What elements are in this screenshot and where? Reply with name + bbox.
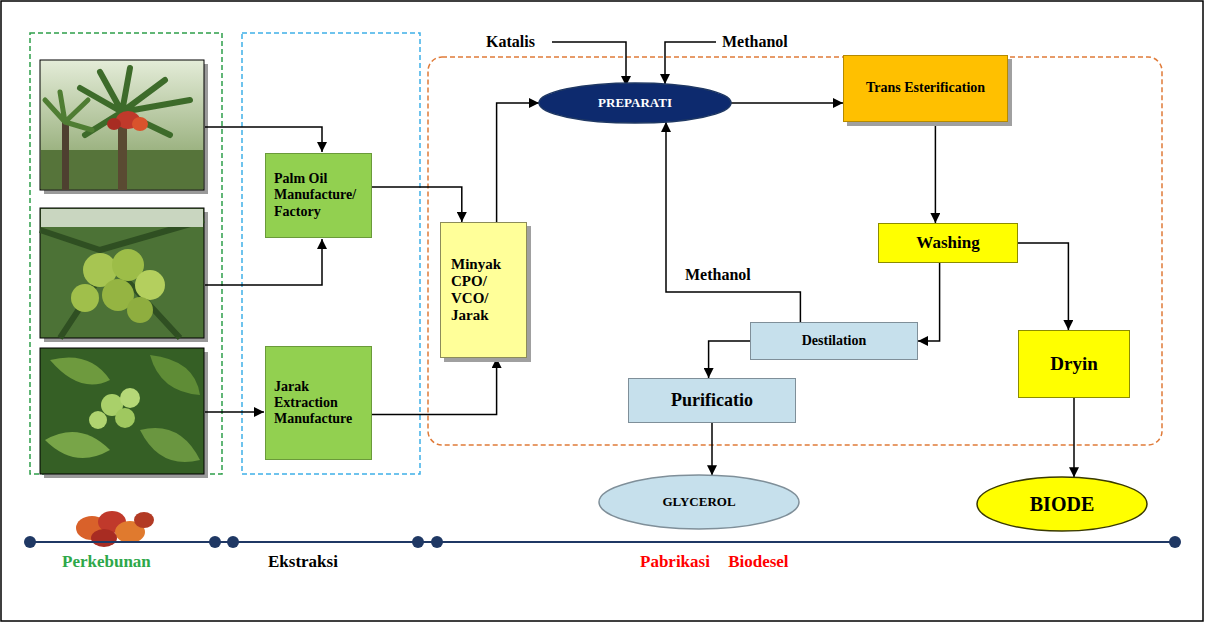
fabrication-group [428,57,1162,445]
flow-arrow [731,102,843,104]
timeline [24,536,1181,548]
node-text: Trans Esterification [866,80,985,96]
node-text: Washing [916,233,979,253]
node-text: Purificatio [671,390,753,411]
input-arrow [205,127,322,152]
node-text: BIODE [1030,493,1094,516]
process-box: Dryin [1018,330,1130,398]
process-ellipse: PREPARATI [538,82,732,124]
methanol-arrow [665,42,716,84]
flow-arrow [935,122,937,223]
process-box: Destilation [750,322,918,360]
flow-arrow [372,187,462,222]
node-text: Dryin [1050,353,1098,375]
edge-label: Methanol [683,266,753,284]
jarak-photo [40,348,208,478]
flow-arrow [709,341,750,378]
coconut-photo [40,208,208,342]
palm-photo [40,60,208,194]
product-ellipse: GLYCEROL [598,474,800,530]
flow-arrow [711,423,713,475]
oil-box: Minyak CPO/ VCO/ Jarak [440,222,527,358]
input-label: Katalis [486,33,535,51]
process-box: Palm Oil Manufacture/Factory [265,153,372,238]
product-ellipse: BIODE [976,476,1148,532]
stage-label: Ekstraksi [268,552,338,572]
flow-arrow [1073,398,1075,477]
flow-arrow [497,103,539,222]
flow-arrow [1018,243,1068,330]
node-text: PREPARATI [598,96,672,111]
node-text: Palm Oil Manufacture/Factory [274,171,363,219]
extraction-group [242,33,420,474]
plantation-group [30,33,222,474]
flow-arrow [918,263,940,341]
flow-arrow [372,358,497,414]
process-box: Washing [878,223,1018,263]
node-text: Jarak Extraction Manufacture [274,379,363,427]
input-arrow [205,411,264,413]
node-text: Destilation [802,333,867,349]
stage-label: Pabrikasi Biodesel [640,552,789,572]
stage-label: Perkebunan [62,552,151,572]
node-text: GLYCEROL [662,495,735,510]
process-box: Purificatio [628,378,796,423]
flow-arrow [666,122,800,322]
input-arrow [205,239,322,285]
input-label: Methanol [722,33,788,51]
process-box: Trans Esterification [843,55,1008,122]
catalyst-arrow [552,42,626,86]
node-text: Minyak CPO/ VCO/ Jarak [451,256,513,325]
process-box: Jarak Extraction Manufacture [265,346,372,460]
